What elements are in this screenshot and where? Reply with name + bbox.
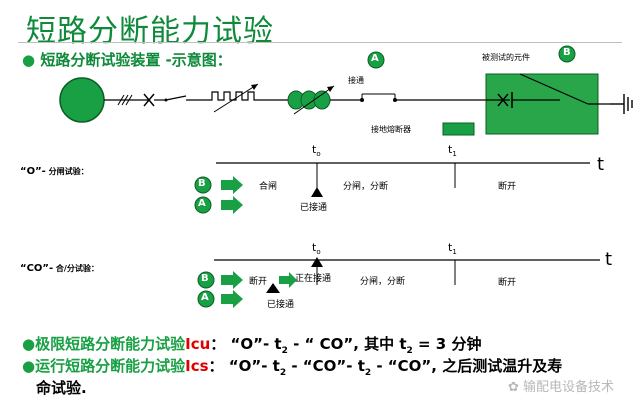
o-test-phase-close: 合闸 (259, 182, 278, 192)
co-test-t0: to (312, 241, 321, 257)
page-title: 短路分断能力试验 (26, 14, 274, 49)
device-under-test-box (485, 73, 599, 135)
icu-definition: ●极限短路分断能力试验Icu： “O”- t2 - “ CO”, 其中 t2 =… (22, 335, 482, 356)
co-test-b: B (201, 273, 209, 284)
o-test-axis-t: t (597, 154, 605, 175)
o-test-marker-label: 已接通 (300, 203, 328, 213)
o-test-marker-triangle (311, 187, 323, 197)
wechat-icon: ✿ (507, 380, 523, 395)
subtitle: ● 短路分断试验装置 -示意图： (22, 49, 232, 70)
co-test-phase-opened: 断开 (498, 278, 517, 288)
ground-fuse (442, 122, 475, 136)
co-test-a: A (201, 292, 209, 303)
badge-a-circle (367, 51, 385, 69)
co-test-marker-triangle (266, 283, 280, 293)
co-test-phase-open-break: 分闸，分断 (360, 277, 406, 287)
co-test-label: “CO”- 合/分试验： (20, 263, 99, 274)
o-test-label: “O”- 分闸试验： (20, 166, 89, 177)
ics-definition: ●运行短路分断能力试验Ics： “O”- t2 - “CO”- t2 - “CO… (22, 357, 563, 378)
variable-inductor (287, 90, 331, 110)
o-test-arrow-b (221, 176, 243, 194)
co-test-top-triangle (311, 257, 323, 267)
o-test-t1: t1 (448, 143, 457, 159)
generator-symbol (59, 77, 105, 123)
co-test-axis-t: t (605, 249, 613, 270)
bullet-dot: ● (22, 51, 36, 69)
o-test-a: A (198, 198, 206, 209)
o-test-phase-open-break: 分闸，分断 (343, 182, 389, 192)
ics-definition-continued: 命试验. (36, 379, 87, 397)
device-under-test-label: 被测试的元件 (482, 53, 530, 62)
badge-b-circle (558, 45, 576, 63)
badge-b-label: B (563, 47, 571, 58)
co-test-t1: t1 (448, 241, 457, 257)
co-test-arrow-mid (279, 272, 297, 288)
conductor-hatch (117, 94, 133, 106)
subtitle-text: 短路分断试验装置 -示意图： (40, 51, 232, 69)
ground-fuse-label: 接地熔断器 (371, 125, 411, 134)
breaker-under-test-blade (519, 73, 589, 105)
o-test-b: B (198, 178, 206, 189)
o-test-phase-opened: 断开 (498, 182, 517, 192)
watermark: ✿ 输配电设备技术 (507, 380, 614, 395)
co-test-arrow-a (221, 290, 243, 308)
switch-blade (165, 95, 187, 101)
o-test-t0: to (312, 143, 321, 159)
badge-a-label: A (371, 53, 379, 64)
ground-icon (610, 94, 633, 114)
connect-label: 接通 (348, 76, 364, 85)
breaker-x-symbol (143, 93, 155, 107)
co-test-phase-closing: 正在接通 (295, 274, 332, 284)
co-test-phase-open: 断开 (249, 277, 268, 287)
co-test-arrow-b (221, 271, 243, 289)
title-divider (18, 42, 622, 43)
co-test-marker-label: 已接通 (267, 300, 295, 310)
o-test-arrow-a (221, 196, 243, 214)
